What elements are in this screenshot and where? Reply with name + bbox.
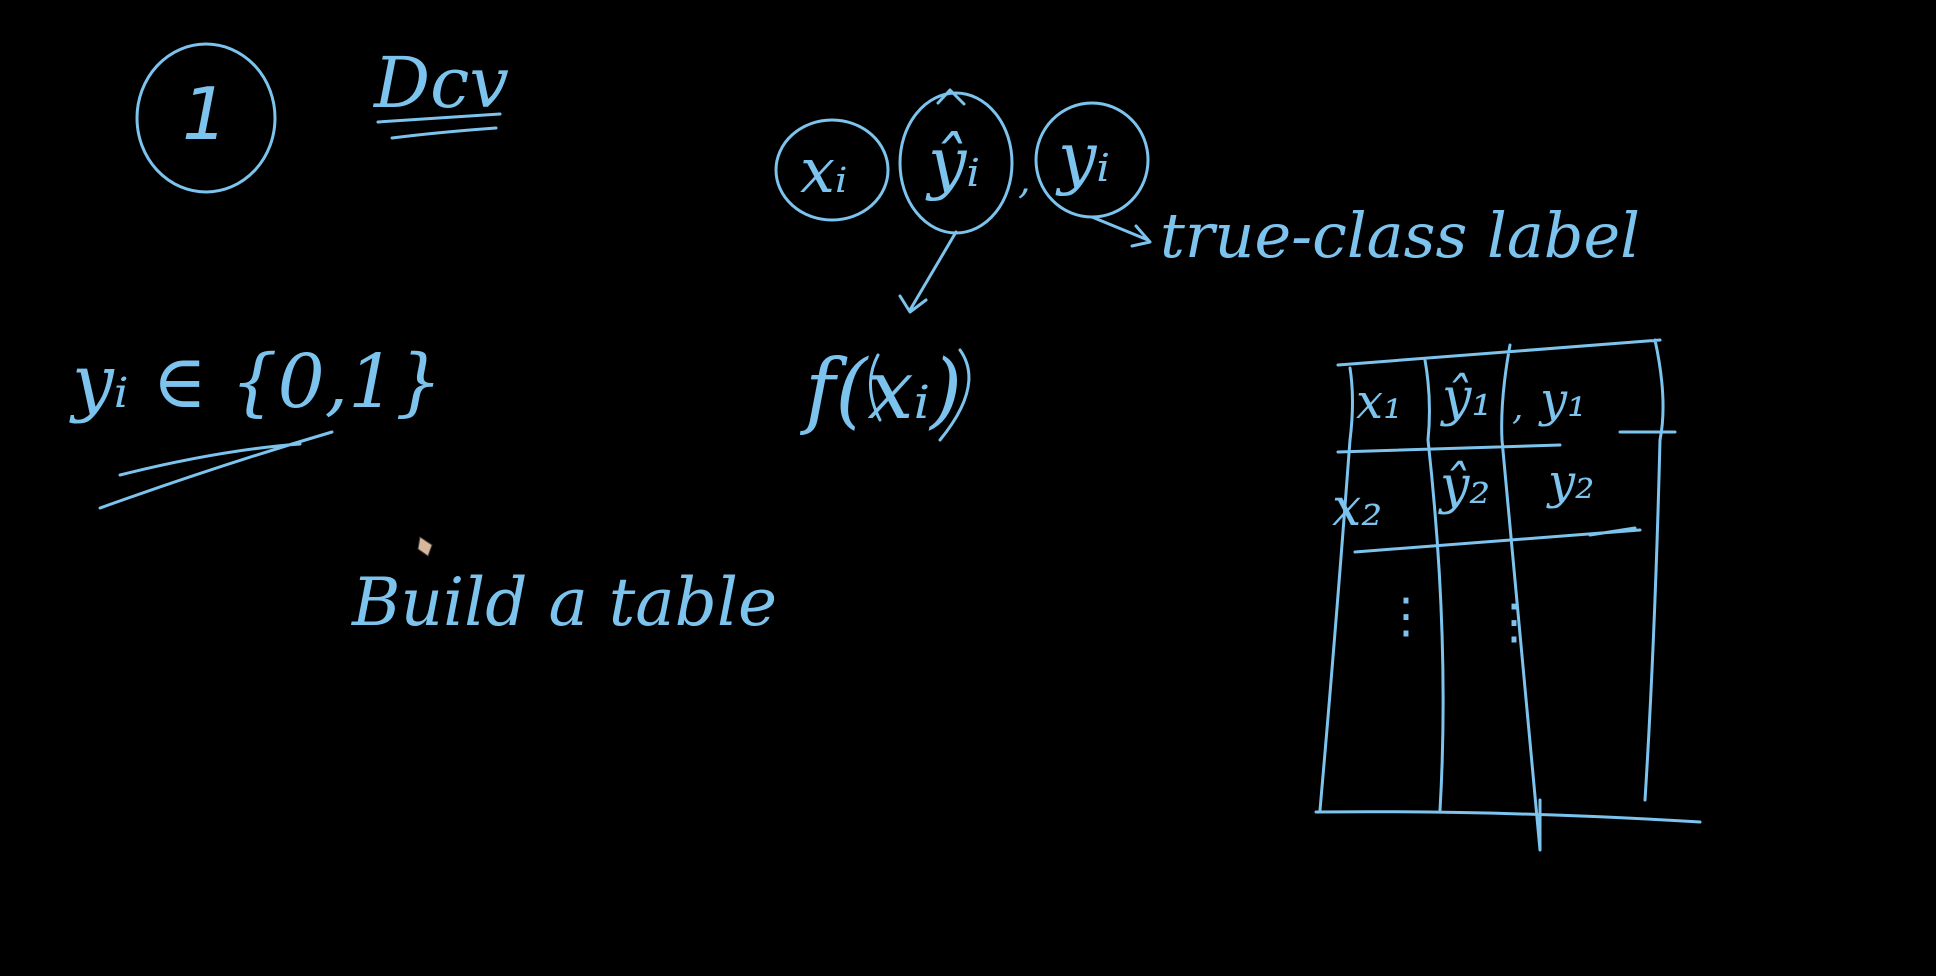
table-ellipsis-col2: ⋮: [1490, 594, 1538, 650]
tuple-yhat-hat: [936, 88, 966, 106]
table-row-2-y: y₂: [1548, 454, 1595, 510]
number-circle: [135, 42, 277, 194]
prediction-function: f(xᵢ): [805, 343, 963, 438]
label-set-underline: [98, 430, 334, 510]
arrow-to-prediction: [898, 230, 958, 314]
tuple-y: yᵢ: [1058, 119, 1111, 198]
table-row-1-sep: ,: [1512, 387, 1524, 428]
table-row-2-yhat: ŷ₂: [1440, 456, 1491, 516]
tuple-x: xᵢ: [800, 134, 848, 207]
tuple-x-circle: [774, 118, 890, 222]
table-row-1-yhat: ŷ₁: [1442, 368, 1493, 428]
instruction-text: Build a table: [352, 564, 778, 641]
tuple-yhat: ŷᵢ: [928, 124, 981, 203]
table-row-1-y: y₁: [1540, 372, 1587, 428]
table-grid: [1314, 338, 1702, 852]
table-row-2-x: x₂: [1332, 478, 1383, 538]
true-class-label-note: true-class label: [1160, 199, 1640, 272]
topic-title: Dcv: [374, 42, 509, 124]
table-ellipsis-col1: ⋮: [1382, 588, 1430, 644]
label-set: yᵢ ∈ {0,1}: [72, 339, 443, 425]
item-number: 1: [182, 72, 228, 156]
prediction-parens: [868, 348, 971, 442]
arrow-to-true-label: [1090, 215, 1152, 248]
pen-cursor-icon: [417, 536, 433, 557]
topic-underline: [376, 112, 502, 140]
table-row-1-x: x₁: [1356, 374, 1403, 430]
tuple-separator: ,: [1018, 157, 1031, 203]
